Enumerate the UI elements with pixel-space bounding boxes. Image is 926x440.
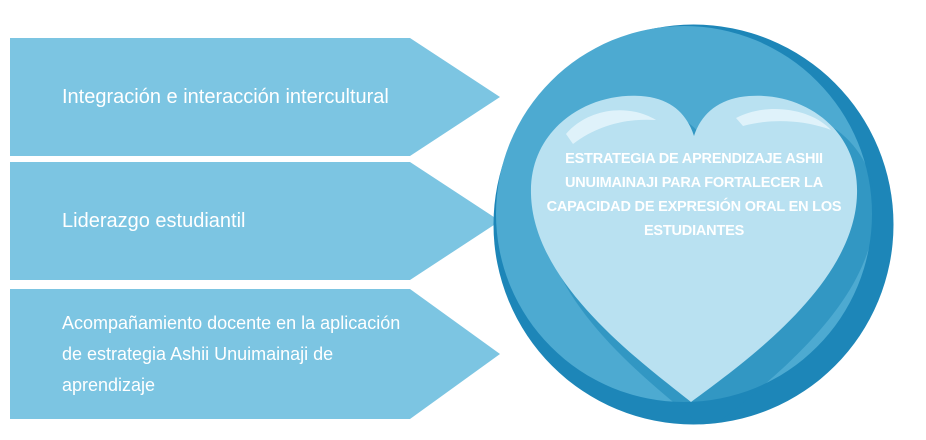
- arrow-label-3: Acompañamiento docente en la aplicación …: [62, 312, 401, 395]
- arrow-shape-2: [10, 162, 500, 280]
- arrow-item-1: Integración e interacción intercultural: [10, 38, 500, 156]
- heart-icon: [493, 24, 894, 425]
- heart-title: ESTRATEGIA DE APRENDIZAJE ASHII UNUIMAIN…: [546, 151, 842, 239]
- arrow-shape-3: [10, 289, 500, 419]
- arrow-item-2: Liderazgo estudiantil: [10, 162, 500, 280]
- arrow-item-3: Acompañamiento docente en la aplicación …: [10, 289, 500, 419]
- arrow-label-1: Integración e interacción intercultural: [62, 86, 389, 108]
- arrow-shape-1: [10, 38, 500, 156]
- arrow-label-2: Liderazgo estudiantil: [62, 210, 246, 232]
- center-circle: ESTRATEGIA DE APRENDIZAJE ASHII UNUIMAIN…: [491, 22, 896, 427]
